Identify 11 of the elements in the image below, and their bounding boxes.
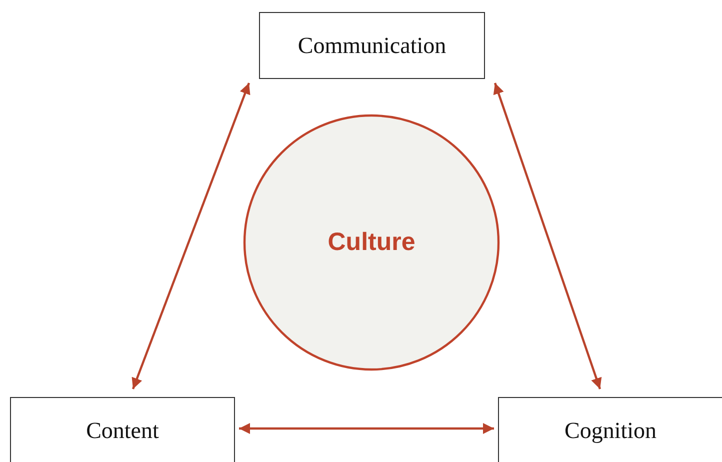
node-label: Content	[86, 418, 159, 444]
concept-box	[259, 12, 485, 79]
concept-box	[498, 397, 722, 462]
culture-circle	[243, 114, 500, 371]
node-label: Cognition	[564, 418, 656, 444]
concept-box	[10, 397, 235, 462]
double-arrow	[493, 82, 602, 390]
node-label: Communication	[298, 32, 446, 58]
double-arrow	[239, 423, 494, 434]
node-label: Culture	[328, 228, 416, 257]
double-arrow	[132, 82, 250, 390]
